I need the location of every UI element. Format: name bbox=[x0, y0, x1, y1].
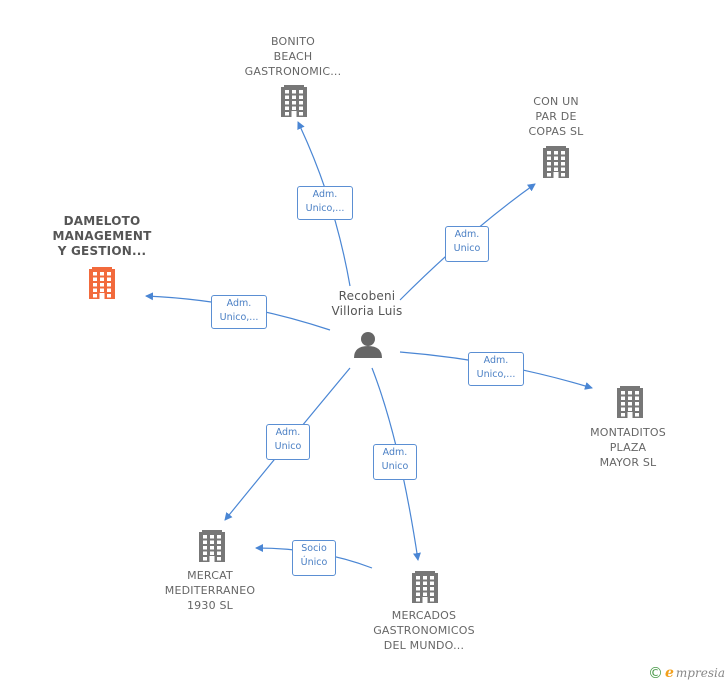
copyright-symbol: © bbox=[648, 664, 663, 682]
brand-logo-text: mpresia bbox=[675, 666, 725, 680]
center-person-label[interactable]: Recobeni Villoria Luis bbox=[331, 289, 403, 318]
brand-logo-initial: e bbox=[665, 665, 674, 681]
company-label-bonito[interactable]: BONITO BEACH GASTRONOMIC... bbox=[244, 35, 342, 78]
edge-label-mercat[interactable]: Socio Único bbox=[292, 540, 336, 576]
building-icon-dameloto[interactable] bbox=[89, 267, 115, 299]
edge-label-mercados[interactable]: Adm. Unico bbox=[373, 444, 417, 480]
edge-label-mercat[interactable]: Adm. Unico bbox=[266, 424, 310, 460]
edge-label-dameloto[interactable]: Adm. Unico,... bbox=[211, 295, 267, 329]
person-icon[interactable] bbox=[354, 332, 382, 358]
building-icon-mercados[interactable] bbox=[412, 571, 438, 603]
company-label-dameloto[interactable]: DAMELOTO MANAGEMENT Y GESTION... bbox=[52, 214, 152, 258]
company-label-mercados[interactable]: MERCADOS GASTRONOMICOS DEL MUNDO... bbox=[373, 609, 475, 652]
company-label-conunpar[interactable]: CON UN PAR DE COPAS SL bbox=[528, 95, 584, 138]
company-label-mercat[interactable]: MERCAT MEDITERRANEO 1930 SL bbox=[164, 569, 256, 612]
edge-label-conunpar[interactable]: Adm. Unico bbox=[445, 226, 489, 262]
building-icon-montaditos[interactable] bbox=[617, 386, 643, 418]
building-icon-bonito[interactable] bbox=[281, 85, 307, 117]
building-icon-mercat[interactable] bbox=[199, 530, 225, 562]
company-label-montaditos[interactable]: MONTADITOS PLAZA MAYOR SL bbox=[590, 426, 666, 469]
edge-label-bonito[interactable]: Adm. Unico,... bbox=[297, 186, 353, 220]
building-icon-conunpar[interactable] bbox=[543, 146, 569, 178]
edge-label-montaditos[interactable]: Adm. Unico,... bbox=[468, 352, 524, 386]
